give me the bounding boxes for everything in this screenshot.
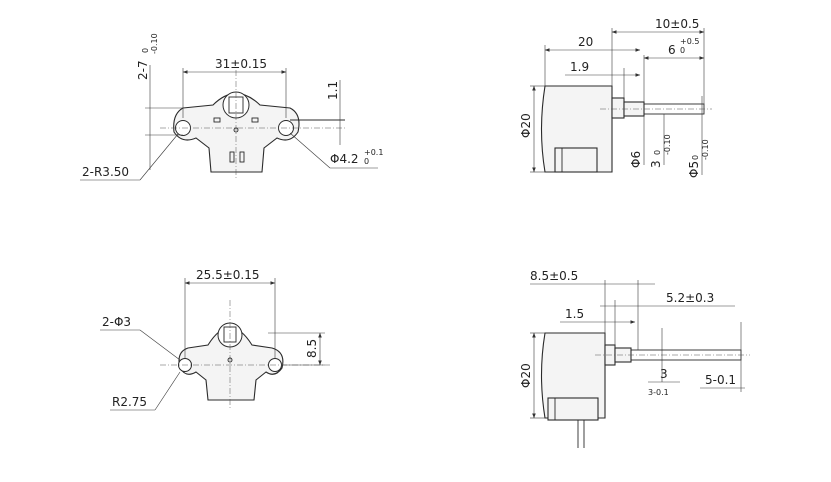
- rivet-left: [213, 117, 221, 123]
- dim-shaft-tol: -0.10: [701, 139, 710, 160]
- dim-bl-offset-label: 8.5: [305, 339, 319, 358]
- dim-shaft-len-tol: +0.5: [680, 37, 699, 46]
- terminal-a: [229, 151, 235, 163]
- terminal-b: [239, 151, 245, 163]
- dim-shaft-tol-upper: 0: [691, 155, 700, 160]
- rivet-right: [251, 117, 259, 123]
- dim-diameter-label: Φ20: [519, 113, 533, 138]
- view-bottom-left-front: 25.5±0.15 8.5 2-Φ3 R2.75: [100, 268, 330, 411]
- dim-hole-tol-upper: +0.1: [364, 148, 383, 157]
- dim-bl-width-label: 25.5±0.15: [196, 268, 260, 282]
- dim-bl-holes-label: 2-Φ3: [102, 315, 131, 329]
- dim-height-label: 2-7: [136, 60, 150, 80]
- dim-br-diameter-label: Φ20: [519, 363, 533, 388]
- dim-hole-label: Φ4.2: [330, 152, 359, 166]
- dim-shaft-len-label: 6: [668, 43, 676, 57]
- bl-radius-leader: [154, 371, 181, 411]
- dim-flat-label: 3: [649, 160, 663, 168]
- dim-offset-label: 1.1: [326, 81, 340, 100]
- dim-boss-label: Φ6: [629, 151, 643, 168]
- view-bottom-right-side: Φ20 8.5±0.5 5.2±0.3 1.5 3 3-0.1 5-0.1: [519, 269, 750, 448]
- leader-hole: [289, 132, 331, 169]
- dim-flange-label: 1.9: [570, 60, 589, 74]
- view-top-right-side: Φ20 20 10±0.5 6 +0.5 0 1.9 Φ6 3 0 -0.10 …: [519, 17, 712, 178]
- dim-br-shaft-label: 5-0.1: [705, 373, 736, 387]
- view-top-left-front: 2-7 0 -0.10 31±0.15 1.1 Φ4.2 +0.1 0 2-R3…: [80, 33, 383, 181]
- dim-flat-tol-upper: 0: [653, 150, 662, 155]
- dim-br-shaft-len-label: 5.2±0.3: [666, 291, 714, 305]
- dim-shaft-len-tol-lower: 0: [680, 46, 685, 55]
- bl-holes-leader: [139, 329, 181, 361]
- dim-hole-tol-lower: 0: [364, 157, 369, 166]
- dim-width-label: 31±0.15: [215, 57, 267, 71]
- dim-overall-label: 10±0.5: [655, 17, 699, 31]
- dim-br-flat-label: 3: [660, 367, 668, 381]
- cable-box-2: [547, 397, 599, 421]
- dim-flat-tol: -0.10: [663, 134, 672, 155]
- dim-shaft-label: Φ5: [687, 161, 701, 178]
- dim-height-tol: -0.10: [150, 33, 159, 54]
- dim-bl-radius-label: R2.75: [112, 395, 147, 409]
- dim-br-flange-label: 1.5: [565, 307, 584, 321]
- mounting-plate-outline: [173, 92, 300, 173]
- dim-br-overall-label: 8.5±0.5: [530, 269, 578, 283]
- leader-radius: [139, 133, 179, 181]
- cable-box: [554, 147, 598, 173]
- flange: [611, 97, 625, 119]
- dim-height-tol-upper: 0: [141, 48, 150, 53]
- dim-radius-label: 2-R3.50: [82, 165, 129, 179]
- dim-br-flat-tol: 3-0.1: [648, 388, 669, 397]
- dim-length-label: 20: [578, 35, 593, 49]
